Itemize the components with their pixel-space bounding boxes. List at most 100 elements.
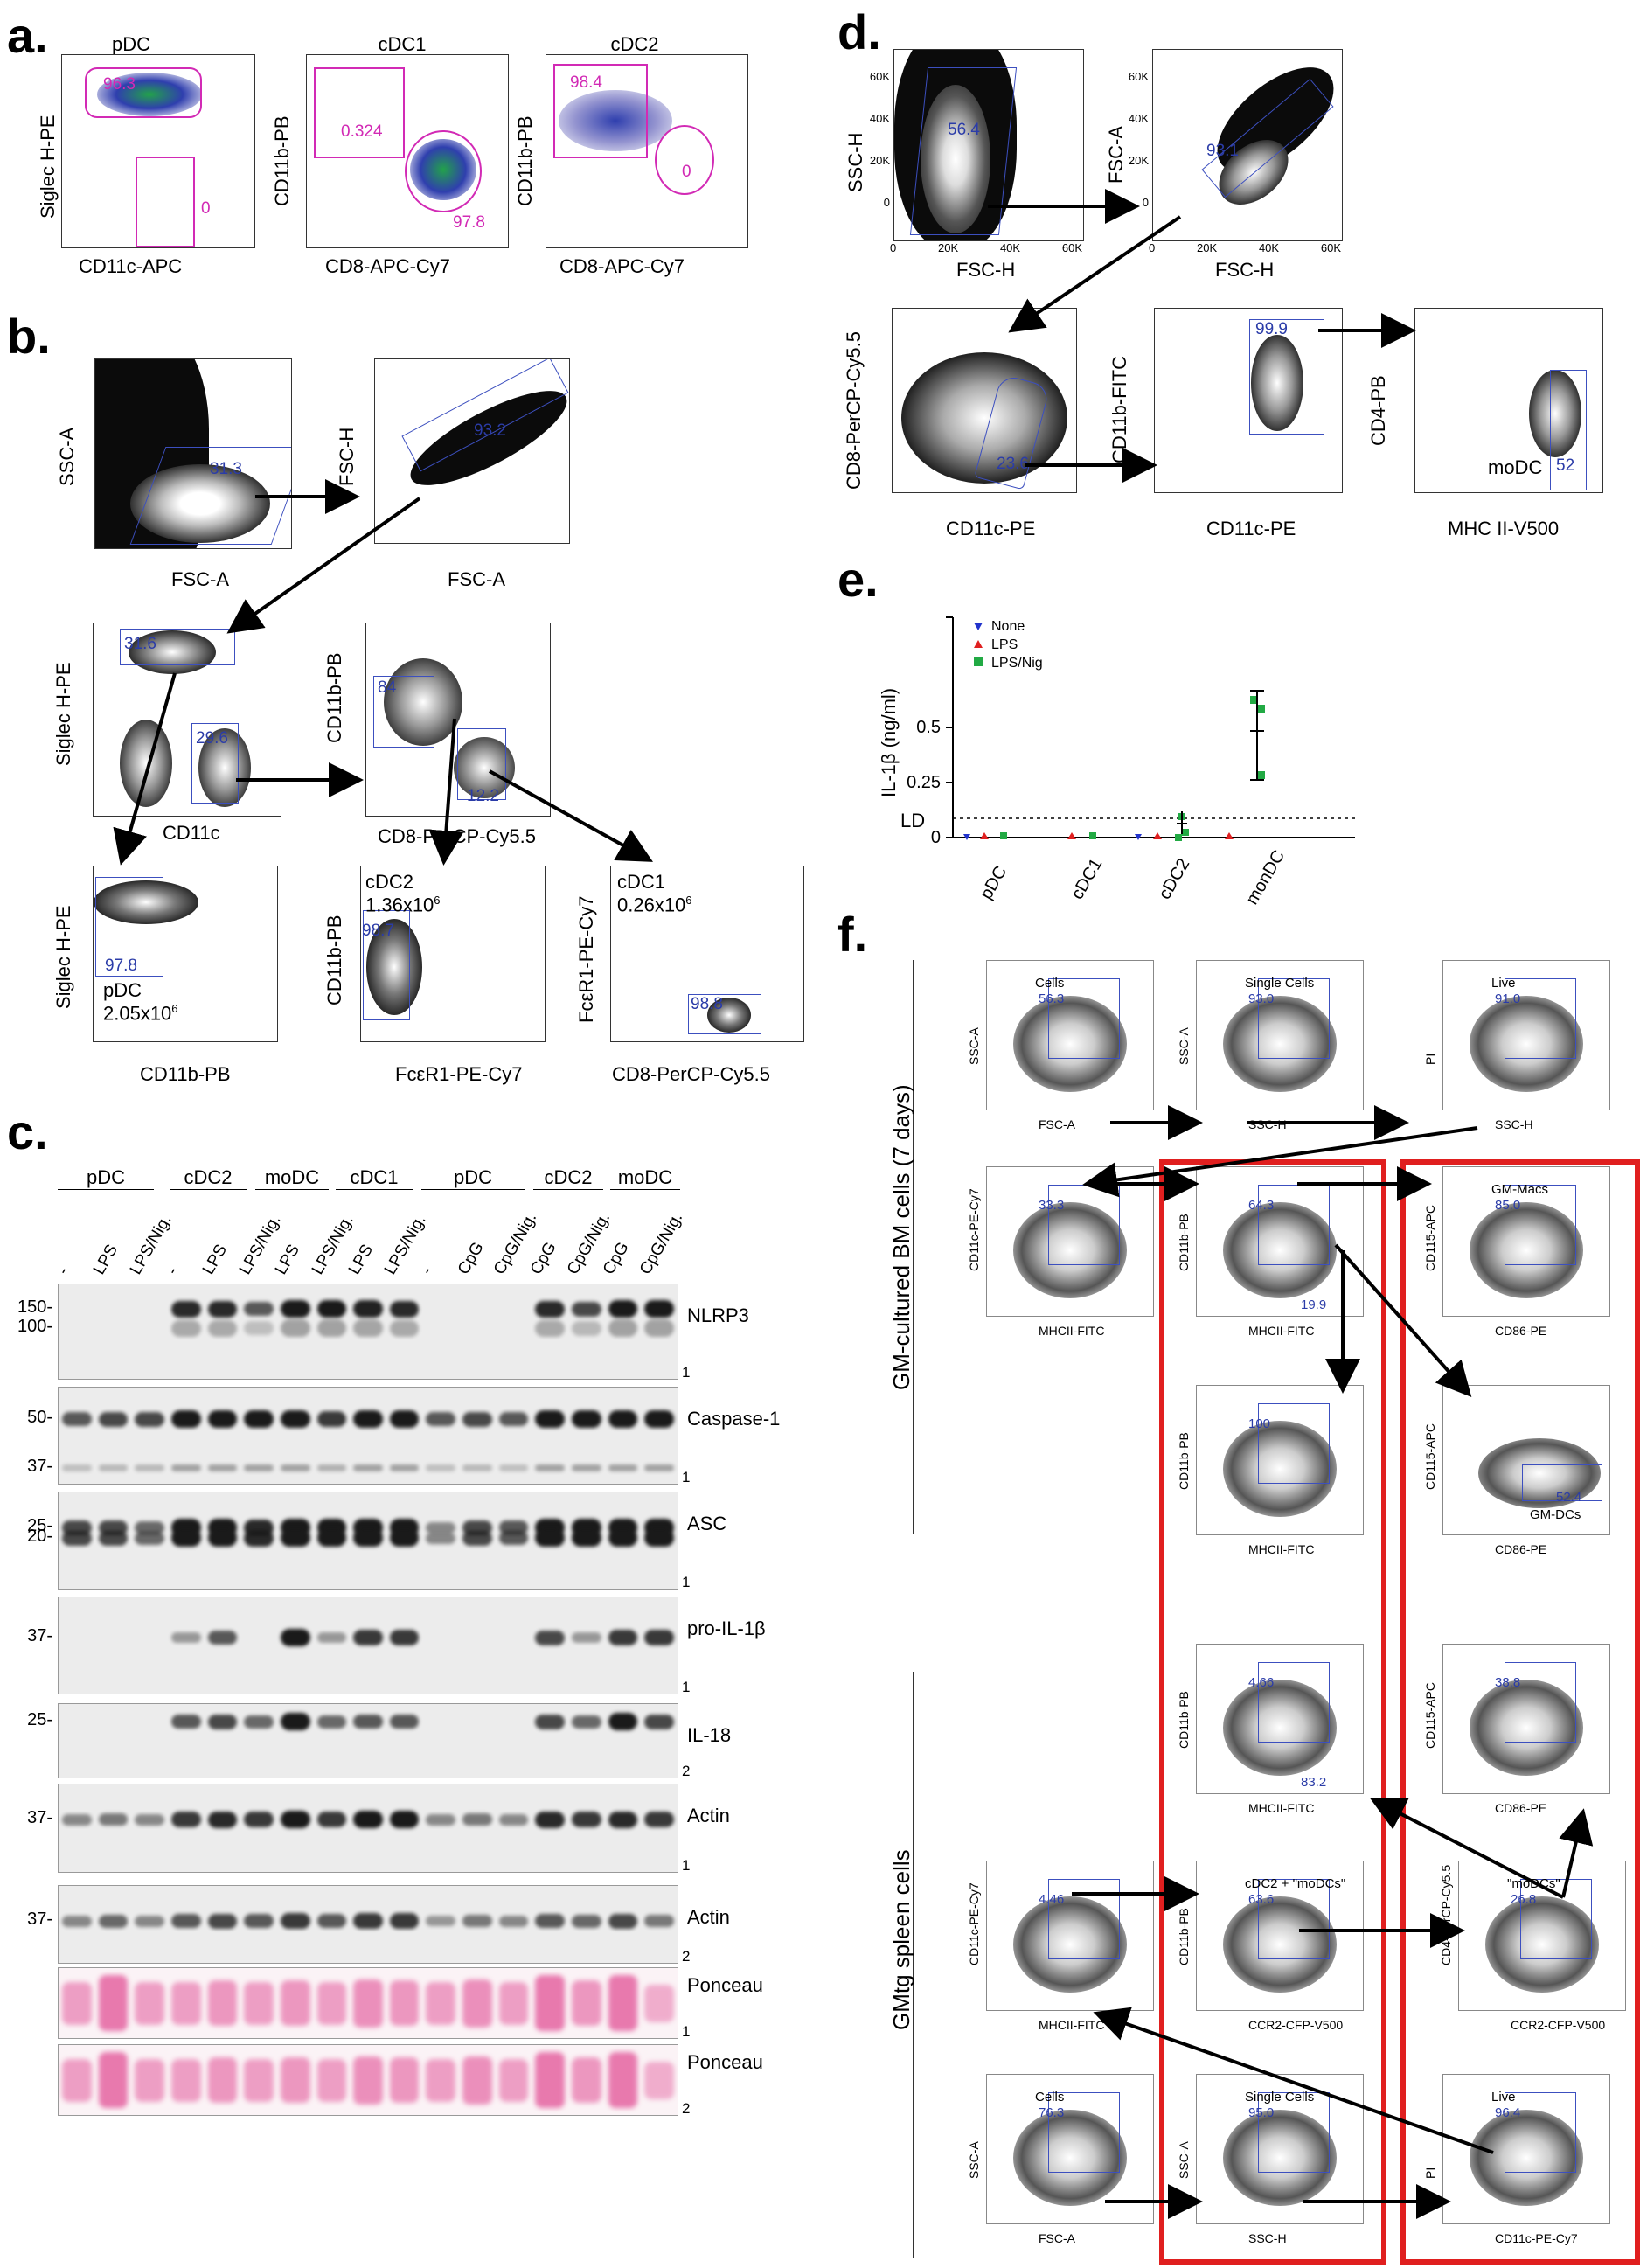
flow-plot (893, 49, 1084, 241)
band (462, 1411, 492, 1427)
band (644, 1915, 674, 1927)
band (572, 1812, 601, 1827)
side-divider (913, 960, 914, 1534)
group-label: pDC (58, 1166, 154, 1190)
band (426, 1532, 456, 1544)
band (244, 1914, 274, 1928)
band (244, 2058, 274, 2102)
band (426, 1981, 456, 2025)
band (316, 1914, 347, 1928)
band (353, 1979, 383, 2028)
x-axis-label: MHCII-FITC (1248, 1542, 1315, 1556)
flow-plot (986, 960, 1154, 1110)
blot-panel (58, 1967, 678, 2039)
flow-plot (374, 358, 570, 544)
flow-plot (1414, 308, 1603, 493)
band (535, 1464, 566, 1471)
band (135, 1520, 164, 1534)
legend-label: LPS (991, 637, 1018, 652)
flow-plot (1442, 1166, 1610, 1317)
gate-name: cDC2 + "moDCs" (1245, 1876, 1346, 1891)
band (572, 1410, 601, 1428)
band (135, 1531, 164, 1545)
gate-value: 93.1 (1206, 142, 1239, 160)
band (572, 1632, 601, 1643)
blot-number: 2 (682, 1763, 691, 1779)
x-axis-label: CD8-APC-Cy7 (325, 255, 451, 277)
flow-plot (365, 623, 551, 817)
band (572, 1320, 601, 1336)
gate-value: 96.3 (103, 75, 136, 94)
scatter-chart: 0.5 0.25 0 LD None LPS LPS/Nig pDC cDC1 … (900, 616, 1355, 906)
y-axis-label: CD11b-PB (323, 915, 345, 1005)
flow-plot (93, 866, 278, 1042)
band (535, 1529, 566, 1547)
band (280, 1980, 310, 2026)
band (280, 1629, 310, 1646)
blot-number: 1 (682, 1364, 691, 1381)
gate-value: 33.3 (1039, 1198, 1065, 1213)
band (389, 1913, 420, 1929)
legend-label: LPS/Nig (991, 656, 1043, 671)
mw-marker: 150- (17, 1297, 52, 1317)
y-axis-label: IL-1β (ng/ml) (878, 687, 900, 797)
x-tick: pDC (976, 863, 1011, 903)
x-axis-label: CD11c (163, 822, 220, 844)
band (316, 1632, 347, 1643)
band (644, 1984, 674, 2022)
x-tick: cDC1 (1067, 855, 1106, 902)
band (389, 1410, 420, 1428)
band (207, 1300, 238, 1318)
flow-plot (610, 866, 804, 1042)
band (644, 1714, 674, 1729)
blot-number: 1 (682, 1469, 691, 1485)
band (389, 1319, 420, 1337)
mw-marker: 37- (27, 1626, 52, 1645)
flow-plot (892, 308, 1077, 493)
gate-name: GM-DCs (1530, 1507, 1581, 1522)
group-label: pDC (421, 1166, 525, 1190)
band (98, 1914, 129, 1928)
blot-name: pro-IL-1β (687, 1618, 766, 1639)
x-axis-label: CD86-PE (1495, 1542, 1547, 1556)
band (62, 1464, 92, 1471)
band (426, 1521, 456, 1534)
gate-value: 0.324 (341, 122, 383, 141)
blot-name: Ponceau (687, 1974, 763, 1996)
x-axis-label: CD11c-PE (946, 518, 1036, 539)
blot-number: 1 (682, 2023, 691, 2040)
blot-name: Actin (687, 1906, 730, 1928)
x-axis-label: FSC-A (171, 568, 229, 590)
x-axis-label: CCR2-CFP-V500 (1511, 2018, 1606, 2032)
blot-number: 1 (682, 1679, 691, 1695)
band (535, 1410, 566, 1428)
gate-value: 63.6 (1248, 1892, 1275, 1907)
band (98, 1975, 129, 2031)
blot-panel (58, 1492, 678, 1590)
flow-plot (1154, 308, 1343, 493)
band (316, 1981, 347, 2025)
band (535, 1630, 566, 1645)
band (280, 1713, 310, 1730)
y-axis-label: Siglec H-PE (52, 905, 74, 1009)
band (170, 1715, 201, 1729)
mw-marker: 25- (27, 1710, 52, 1729)
x-axis-label: CD8-PerCP-Cy5.5 (378, 825, 536, 847)
x-axis-label: FSC-A (1039, 1117, 1075, 1131)
lane-label: LPS (199, 1241, 232, 1278)
band (207, 2057, 238, 2103)
band (316, 1715, 347, 1729)
band (353, 1464, 383, 1471)
ld-label: LD (900, 810, 925, 831)
blot-number: 1 (682, 1857, 691, 1874)
blot-number: 2 (682, 2100, 691, 2117)
band (353, 1319, 383, 1337)
band (353, 1300, 383, 1318)
legend-none-marker (974, 623, 983, 630)
plot-title: cDC1 (378, 33, 427, 55)
band (316, 1411, 347, 1427)
band (353, 1913, 383, 1929)
mw-marker: 100- (17, 1317, 52, 1336)
